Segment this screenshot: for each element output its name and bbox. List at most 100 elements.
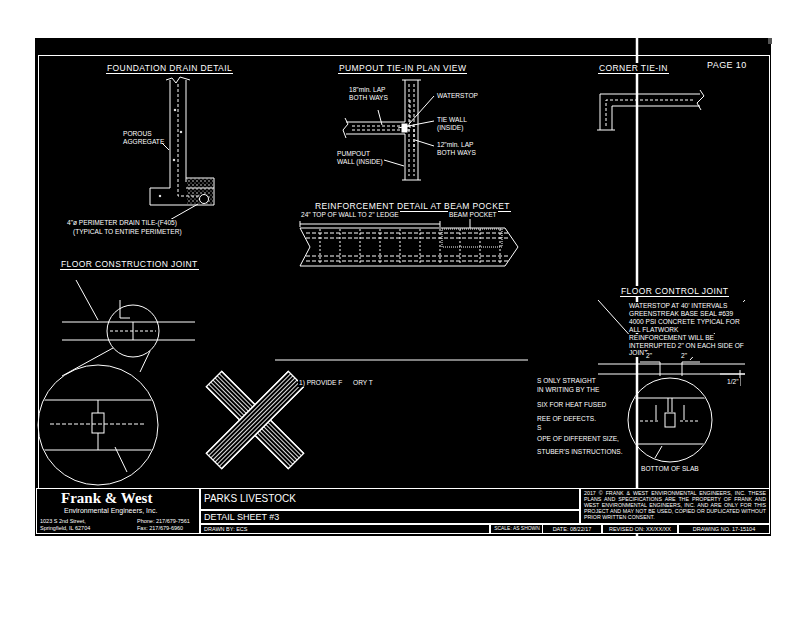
pumpout-tie-in-drawing: [402, 180, 421, 181]
pumpout-tie-in-drawing: [409, 96, 434, 124]
waterstop-cross-symbol: [206, 371, 304, 469]
title-block-cell: DETAIL SHEET #3: [200, 510, 580, 524]
waterstop-cross-symbol: [206, 371, 304, 469]
foundation-drain-drawing: [200, 195, 209, 204]
title-block-cell: REVISED ON: XX/XX/XX: [602, 524, 678, 534]
floor-construction-joint-drawing: [107, 305, 159, 357]
floor-construction-joint-drawing: [50, 424, 146, 425]
annotation: S ONLY STRAIGHT: [536, 377, 597, 385]
title-block-cell: DATE: 08/22/17: [542, 524, 602, 534]
company-detail: Springfield, IL 62704: [40, 525, 90, 531]
annotation: BEAM POCKET: [448, 211, 498, 219]
waterstop-cross-symbol: [206, 371, 304, 469]
annotation: (TYPICAL TO ENTIRE PERIMETER): [72, 228, 183, 236]
company-name: Frank & West: [61, 490, 152, 507]
annotation: PUMPOUT WALL (INSIDE): [336, 150, 384, 165]
detail-title: PUMPOUT TIE-IN PLAN VIEW: [338, 63, 467, 74]
pumpout-tie-in-drawing: [409, 84, 414, 176]
pumpout-tie-in-drawing: [352, 100, 410, 130]
scan-artifact: [637, 0, 638, 545]
dimension: 2": [645, 352, 653, 360]
annotation: 24" TOP OF WALL TO 2" LEDGE: [300, 211, 400, 219]
sheet-ground: [39, 56, 770, 534]
divider-line: [275, 360, 528, 361]
annotation: SIX FOR HEAT FUSED: [536, 401, 607, 409]
sheet-ground: [35, 38, 771, 536]
pumpout-tie-in-drawing: [398, 121, 434, 128]
annotation: WATERSTOP AT 40' INTERVALS: [628, 302, 746, 310]
foundation-drain-drawing: [150, 77, 214, 221]
title-block-cell: PARKS LIVESTOCK: [200, 488, 580, 510]
pumpout-tie-in-drawing: [402, 124, 407, 132]
floor-control-joint-drawing: [668, 398, 672, 412]
floor-construction-joint-drawing: [76, 280, 98, 320]
annotation: 4"ø PERIMETER DRAIN TILE-(F405): [66, 219, 178, 227]
annotation: POROUS AGGREGATE: [122, 130, 162, 145]
title-block-text: DETAIL SHEET #3: [204, 512, 279, 522]
company-detail: Environmental Engineers, Inc.: [64, 507, 157, 515]
company-detail: 1023 S 2nd Street,: [40, 518, 86, 524]
annotation: S: [536, 424, 542, 432]
title-block-cell: DRAWING NO. 17-15104: [678, 524, 770, 534]
floor-control-joint-drawing: [656, 405, 684, 420]
title-block-text: DRAWN BY: ECS: [204, 526, 248, 532]
foundation-drain-drawing: [174, 109, 176, 111]
floor-construction-joint-drawing: [115, 447, 127, 472]
foundation-drain-drawing: [170, 80, 171, 188]
detail-title: CORNER TIE-IN: [598, 63, 669, 74]
dimension: 1/2": [726, 378, 740, 386]
annotation: STUBER'S INSTRUCTIONS.: [536, 448, 624, 456]
annotation: 1) PROVIDE F: [298, 379, 343, 387]
annotation: BOTTOM OF SLAB: [640, 465, 700, 473]
dimension: 2": [680, 352, 688, 360]
annotation: TIE WALL (INSIDE): [436, 116, 480, 131]
floor-control-joint-drawing: [720, 370, 745, 386]
scan-artifact: [636, 0, 639, 545]
foundation-drain-drawing: [162, 143, 169, 150]
floor-control-joint-drawing: [620, 398, 720, 444]
floor-control-joint-drawing: [598, 364, 745, 374]
corner-tie-in-drawing: [597, 130, 615, 131]
floor-control-joint-drawing: [640, 421, 700, 422]
company-detail: Fax: 217/679-6960: [137, 525, 183, 531]
floor-construction-joint-drawing: [140, 351, 150, 372]
corner-tie-in-drawing: [606, 100, 695, 126]
title-block-text: DATE: 08/22/17: [553, 526, 592, 532]
detail-title: FLOOR CONTROL JOINT: [620, 286, 729, 297]
beam-pocket-drawing: [300, 228, 518, 266]
annotation: REE OF DEFECTS.: [536, 415, 597, 423]
beam-pocket-drawing: [442, 229, 502, 247]
corner-tie-in-drawing: [697, 90, 704, 110]
title-block-cell: 2017 © FRANK & WEST ENVIRONMENTAL ENGINE…: [580, 488, 770, 524]
pumpout-tie-in-drawing: [418, 80, 419, 180]
annotation: 12"min. LAP BOTH WAYS: [436, 141, 482, 156]
foundation-drain-drawing: [186, 80, 187, 182]
detail-title: FOUNDATION DRAIN DETAIL: [106, 63, 233, 74]
title-block-text: SCALE: AS SHOWN: [494, 526, 540, 532]
pumpout-tie-in-drawing: [343, 118, 348, 138]
sheet-ground: [768, 38, 772, 44]
pumpout-tie-in-drawing: [415, 140, 434, 146]
title-block-cell: DRAWN BY: ECS: [200, 524, 490, 534]
beam-pocket-drawing: [300, 219, 518, 266]
annotation: WATERSTOP: [436, 92, 479, 100]
annotation: 18"min. LAP BOTH WAYS: [348, 86, 392, 101]
waterstop-cross-symbol: [206, 371, 304, 469]
pumpout-tie-in-drawing: [384, 160, 404, 166]
title-block-text: DRAWING NO. 17-15104: [693, 526, 755, 532]
waterstop-cross-symbol: [206, 371, 304, 469]
detail-title: FLOOR CONSTRUCTION JOINT: [60, 259, 199, 270]
floor-construction-joint-drawing: [30, 400, 170, 472]
floor-construction-joint-drawing: [30, 280, 195, 485]
foundation-drain-drawing: [173, 159, 175, 161]
annotation: 4000 PSI CONCRETE TYPICAL FOR ALL FLATWO…: [628, 318, 746, 333]
floor-control-joint-drawing: [655, 446, 662, 458]
floor-construction-joint-drawing: [62, 322, 195, 340]
logo-block: Frank & WestEnvironmental Engineers, Inc…: [36, 488, 200, 534]
foundation-drain-drawing: [150, 188, 170, 189]
page-number: PAGE 10: [706, 60, 748, 70]
foundation-drain-drawing: [186, 178, 214, 188]
annotation: GREENSTREAK BASE SEAL #639: [628, 310, 746, 318]
waterstop-cross-symbol: [206, 371, 304, 469]
